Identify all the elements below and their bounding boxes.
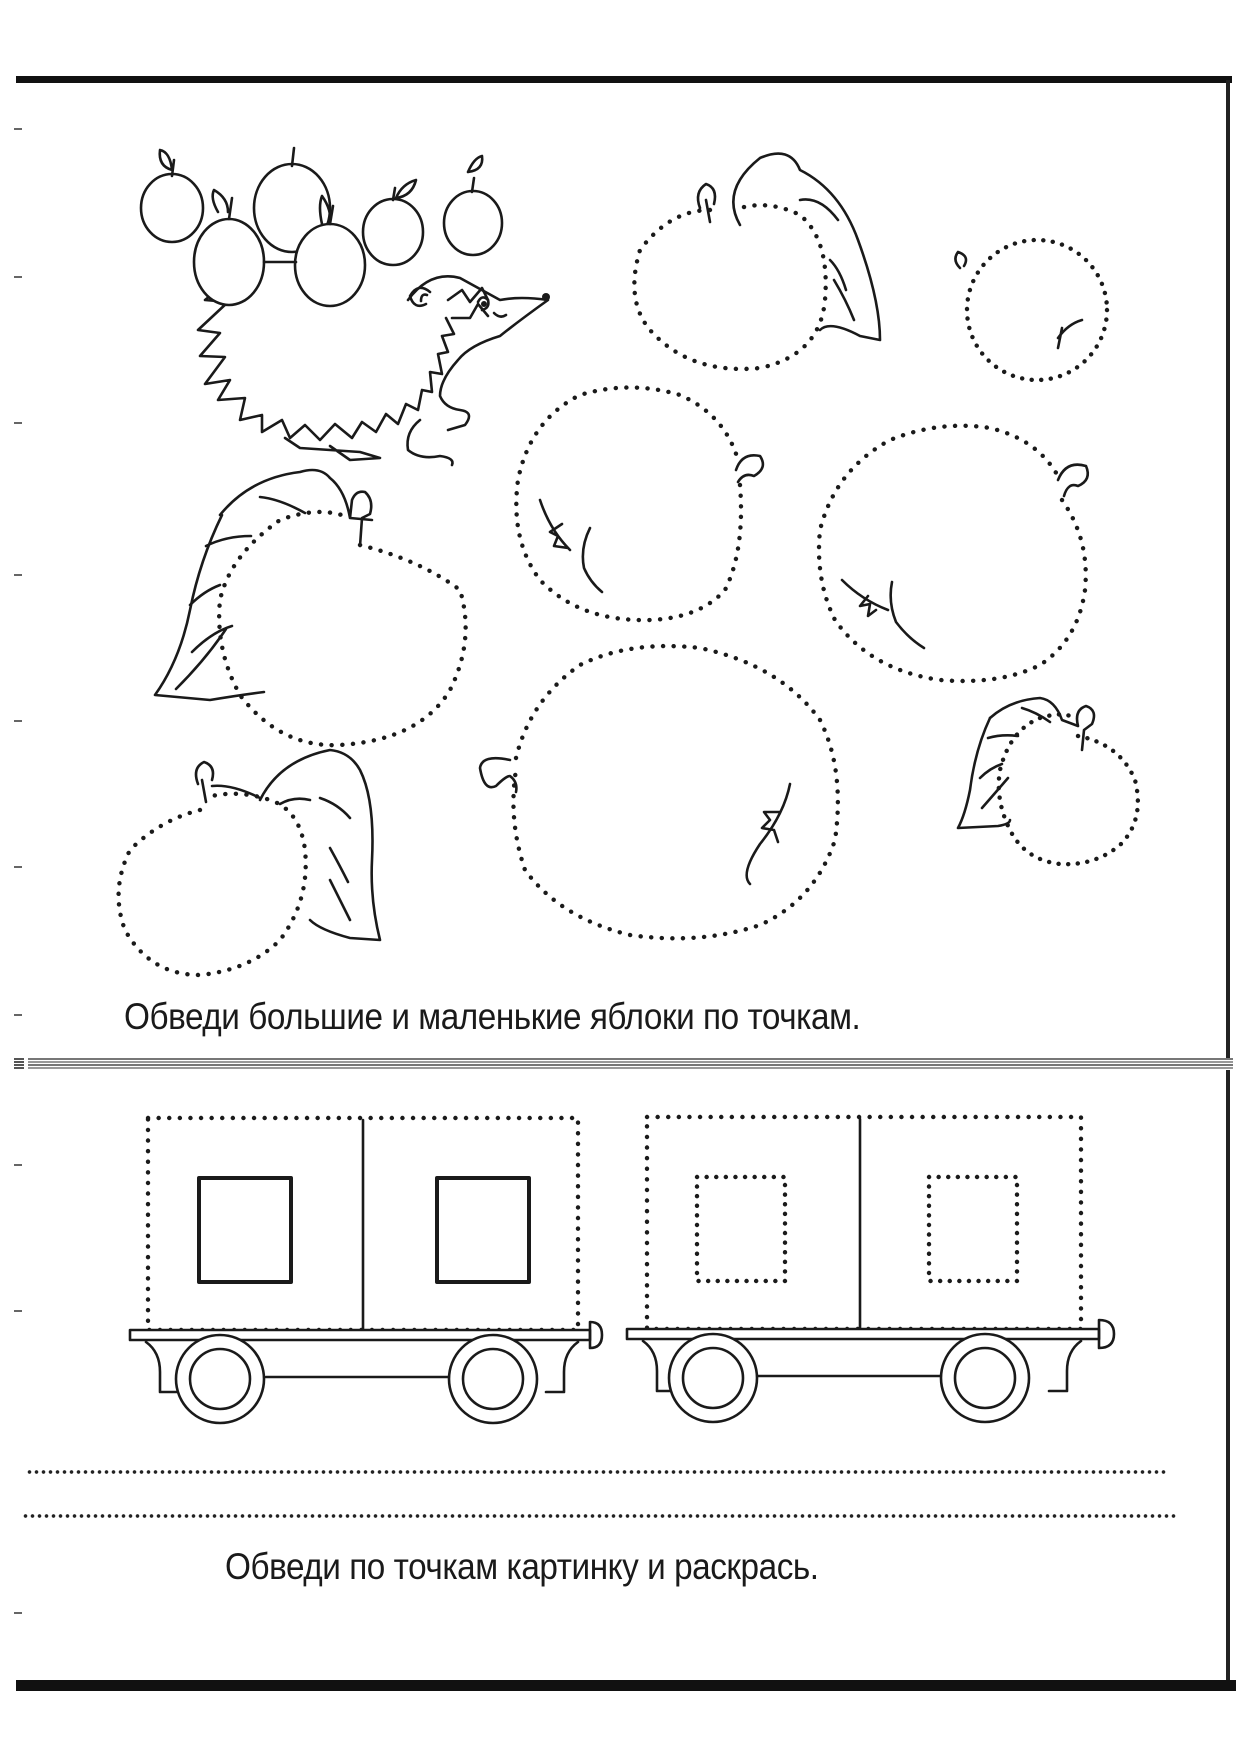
- margin-tick: [14, 1612, 22, 1614]
- instruction-trace-apples: Обведи большие и маленькие яблоки по точ…: [124, 996, 861, 1037]
- apple-large-bottom-center: [478, 643, 841, 941]
- margin-tick: [14, 574, 22, 576]
- right-border: [1226, 80, 1230, 1680]
- margin-tick: [14, 1310, 22, 1312]
- instruction-trace-and-color: Обведи по точкам картинку и раскрась.: [225, 1546, 819, 1587]
- apple-large-middle-right: [816, 423, 1090, 684]
- margin-tick: [14, 1164, 22, 1166]
- apple-large-middle-center: [514, 385, 765, 623]
- wagon-1: [128, 1115, 604, 1425]
- section-divider: [28, 1058, 1233, 1070]
- top-border: [16, 76, 1232, 83]
- bottom-border: [16, 1680, 1236, 1691]
- dotted-tracing-line: [26, 1470, 1166, 1474]
- hedgehog-icon: [139, 146, 550, 467]
- margin-tick: [14, 866, 22, 868]
- apple-medium-top-center: [632, 152, 882, 372]
- margin-tick: [14, 422, 22, 424]
- margin-tick: [14, 276, 22, 278]
- apple-medium-middle-left: [153, 468, 468, 748]
- margin-tick: [14, 720, 22, 722]
- apple-small-top-right: [954, 237, 1110, 383]
- section-divider-mark: [14, 1058, 24, 1070]
- margin-tick: [14, 1014, 22, 1016]
- apple-small-bottom-right: [956, 696, 1140, 867]
- margin-tick: [14, 128, 22, 130]
- dotted-tracing-line: [22, 1514, 1178, 1518]
- apple-medium-bottom-left: [116, 748, 382, 978]
- wagon-2: [625, 1114, 1116, 1424]
